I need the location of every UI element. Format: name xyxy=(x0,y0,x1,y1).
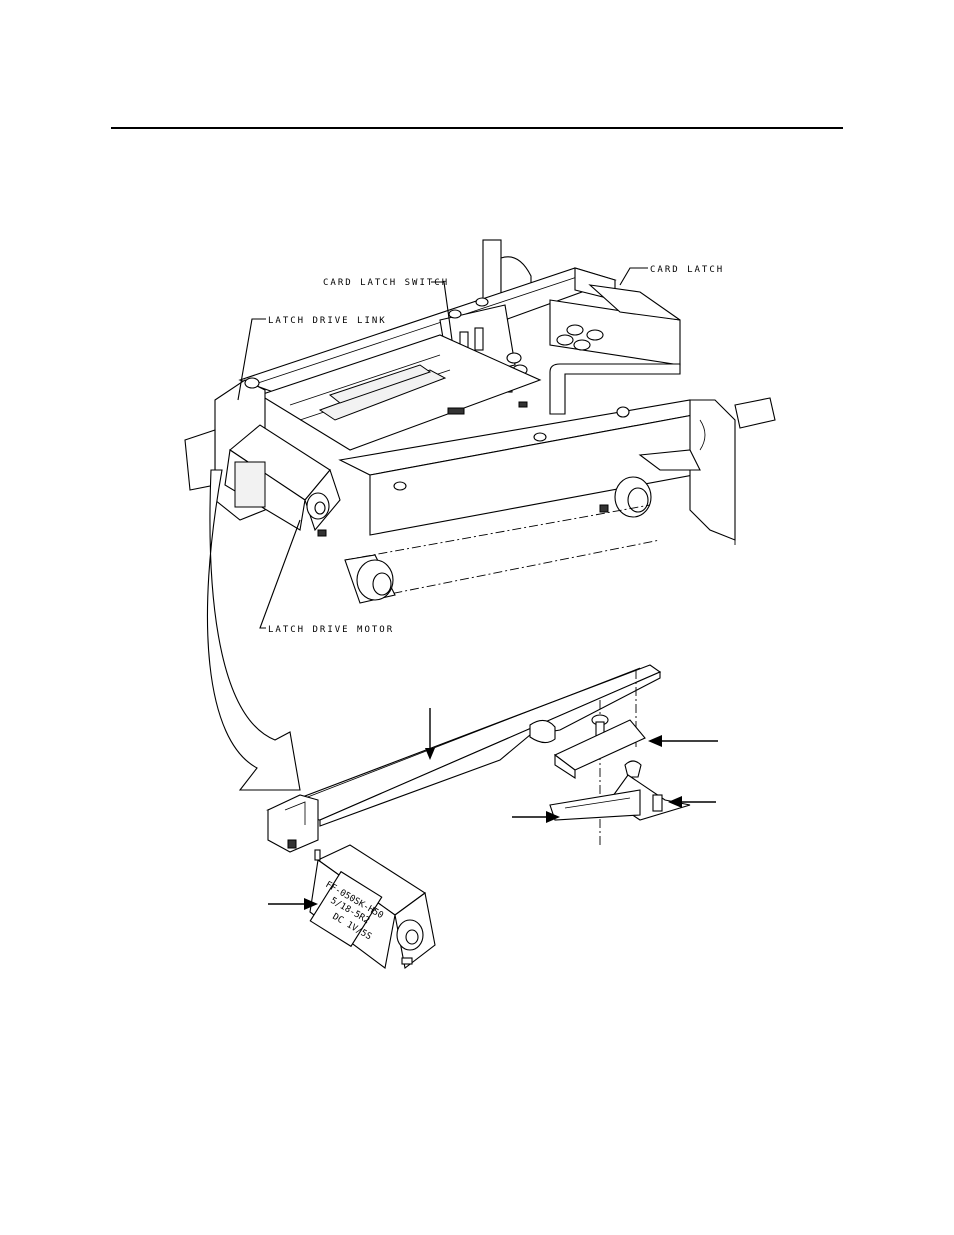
latch-drive-motor-exploded: FF-050SK-H50 5/18-5R2 DC 1V/5S xyxy=(309,844,436,969)
callout-arrows xyxy=(268,708,718,910)
card-reader-frame-assembly xyxy=(184,239,776,604)
latch-drive-motor-label: LATCH DRIVE MOTOR xyxy=(268,625,394,635)
label-leaders xyxy=(237,267,648,629)
exploded-view-arrow xyxy=(206,469,301,791)
header-rule xyxy=(111,127,843,129)
card-latch-switch-label: CARD LATCH SWITCH xyxy=(323,278,449,288)
card-latch-label: CARD LATCH xyxy=(650,265,724,275)
latch-drive-link-exploded xyxy=(265,664,662,853)
latch-drive-link-label: LATCH DRIVE LINK xyxy=(268,316,387,326)
card-latch-exploded xyxy=(549,670,691,845)
